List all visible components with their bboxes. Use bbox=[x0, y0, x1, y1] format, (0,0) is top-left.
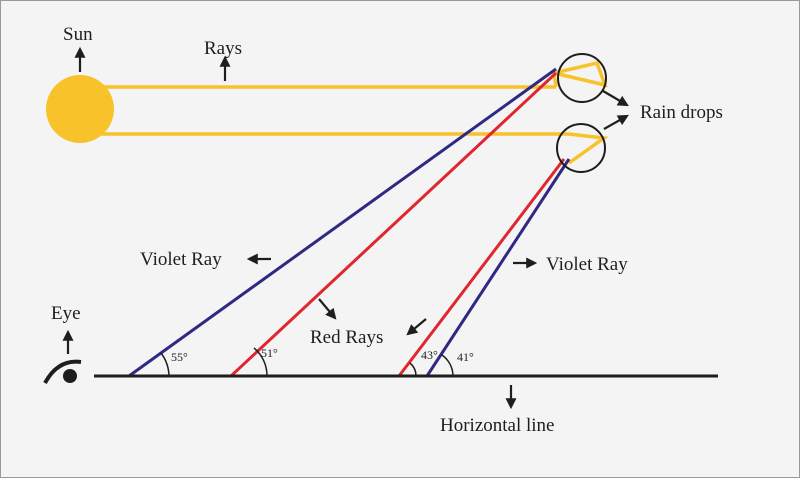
sun-disc bbox=[46, 75, 114, 143]
violet-ray-left-label: Violet Ray bbox=[140, 249, 222, 270]
red-rays-label: Red Rays bbox=[310, 327, 383, 348]
horizontal-line-label: Horizontal line bbox=[440, 415, 555, 436]
angle-label-55: 55° bbox=[171, 350, 188, 364]
rain-drops-arrow-lower-icon bbox=[603, 114, 629, 130]
violet-ray-right-label: Violet Ray bbox=[546, 254, 628, 275]
angle-arc-51 bbox=[253, 347, 268, 377]
red-ray-arrow-right-icon bbox=[406, 318, 427, 336]
eye-label: Eye bbox=[51, 303, 81, 324]
rays-label: Rays bbox=[204, 38, 242, 59]
raindrop-lower bbox=[556, 123, 606, 173]
angle-label-43: 43° bbox=[421, 348, 438, 362]
angle-arc-43 bbox=[409, 362, 417, 377]
rain-drops-label: Rain drops bbox=[640, 102, 723, 123]
red-ray-right bbox=[397, 158, 566, 377]
rain-drops-arrow-upper-icon bbox=[602, 90, 629, 107]
raindrop-upper bbox=[557, 53, 607, 103]
sun-label: Sun bbox=[63, 24, 93, 45]
violet-ray-left bbox=[128, 67, 557, 378]
red-ray-left bbox=[229, 71, 558, 378]
violet-ray-right bbox=[425, 158, 571, 377]
angle-label-51: 51° bbox=[261, 346, 278, 360]
angle-label-41: 41° bbox=[457, 350, 474, 364]
red-ray-arrow-mid-icon bbox=[318, 298, 337, 320]
angle-arc-41 bbox=[441, 354, 454, 377]
refraction-path-lower bbox=[567, 132, 609, 165]
eye-icon bbox=[43, 359, 82, 384]
angle-arc-55 bbox=[160, 352, 170, 377]
refraction-path-upper bbox=[552, 60, 608, 88]
